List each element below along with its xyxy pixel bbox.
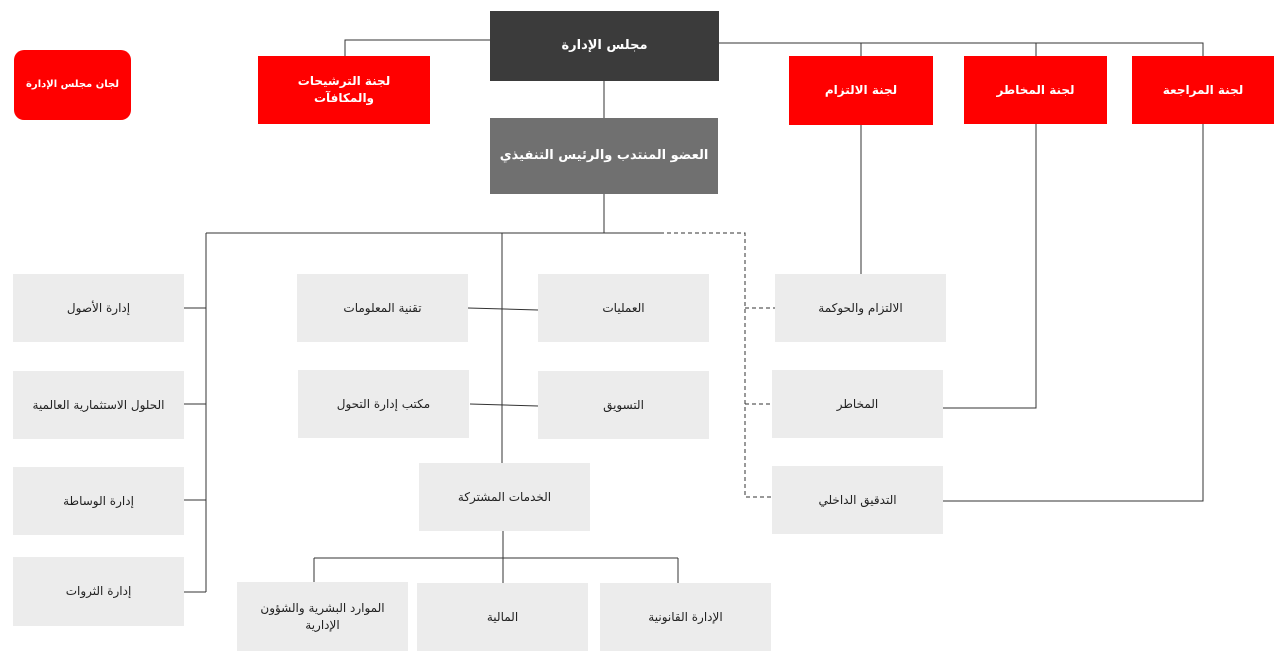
unit-brokerage[interactable]: إدارة الوساطة: [13, 467, 184, 535]
unit-shared-services[interactable]: الخدمات المشتركة: [419, 463, 590, 531]
ceo[interactable]: العضو المنتدب والرئيس التنفيذي: [490, 118, 718, 194]
unit-finance[interactable]: المالية: [417, 583, 588, 651]
compliance-committee-label: لجنة الالتزام: [824, 83, 898, 98]
unit-marketing[interactable]: التسويق: [538, 371, 709, 439]
unit-label: الموارد البشرية والشؤون الإدارية: [260, 600, 385, 632]
connector-board-committees: [719, 42, 1204, 56]
risk-committee[interactable]: لجنة المخاطر: [964, 56, 1107, 124]
unit-label: مكتب إدارة التحول: [336, 396, 431, 411]
audit-committee[interactable]: لجنة المراجعة: [1132, 56, 1274, 124]
unit-legal[interactable]: الإدارة القانونية: [600, 583, 771, 651]
unit-compliance-governance[interactable]: الالتزام والحوكمة: [775, 274, 946, 342]
ceo-label: العضو المنتدب والرئيس التنفيذي: [499, 147, 709, 163]
connector-board-nominations: [344, 39, 491, 56]
connector-it-operations: [467, 307, 539, 311]
compliance-committee[interactable]: لجنة الالتزام: [789, 56, 933, 125]
unit-label: الخدمات المشتركة: [457, 489, 552, 504]
unit-information-technology[interactable]: تقنية المعلومات: [297, 274, 468, 342]
risk-committee-label: لجنة المخاطر: [996, 82, 1075, 97]
unit-label: التسويق: [603, 397, 644, 412]
connector-dashed-top: [660, 232, 772, 498]
unit-wealth-management[interactable]: إدارة الثروات: [13, 557, 184, 626]
unit-label: الإدارة القانونية: [648, 609, 723, 624]
board-of-directors[interactable]: مجلس الإدارة: [490, 11, 719, 81]
unit-label: المخاطر: [836, 396, 879, 411]
unit-transformation-office[interactable]: مكتب إدارة التحول: [298, 370, 469, 438]
unit-label: الحلول الاستثمارية العالمية: [32, 397, 165, 412]
connector-audit-committee: [943, 124, 1204, 502]
legend-board-committees: لجان مجلس الإدارة: [14, 50, 131, 120]
unit-label: الالتزام والحوكمة: [818, 300, 903, 315]
unit-internal-audit[interactable]: التدقيق الداخلي: [772, 466, 943, 534]
legend-label: لجان مجلس الإدارة: [26, 79, 119, 90]
unit-label: تقنية المعلومات: [343, 300, 422, 315]
unit-global-investment-solutions[interactable]: الحلول الاستثمارية العالمية: [13, 371, 184, 439]
nominations-committee-label: لجنة الترشيحات والمكافآت: [297, 74, 391, 105]
unit-label: العمليات: [602, 300, 645, 315]
audit-committee-label: لجنة المراجعة: [1162, 82, 1244, 97]
nominations-committee[interactable]: لجنة الترشيحات والمكافآت: [258, 56, 430, 124]
connector-transformation-marketing: [469, 403, 539, 407]
unit-hr-admin[interactable]: الموارد البشرية والشؤون الإدارية: [237, 582, 408, 651]
connector-risk-committee: [942, 124, 1037, 409]
unit-risk[interactable]: المخاطر: [772, 370, 943, 438]
unit-label: المالية: [486, 609, 519, 624]
unit-asset-management[interactable]: إدارة الأصول: [13, 274, 184, 342]
unit-label: إدارة الوساطة: [63, 493, 134, 508]
unit-label: إدارة الثروات: [65, 584, 132, 599]
unit-label: التدقيق الداخلي: [818, 492, 897, 507]
board-label: مجلس الإدارة: [561, 37, 648, 53]
unit-operations[interactable]: العمليات: [538, 274, 709, 342]
unit-label: إدارة الأصول: [66, 300, 131, 315]
